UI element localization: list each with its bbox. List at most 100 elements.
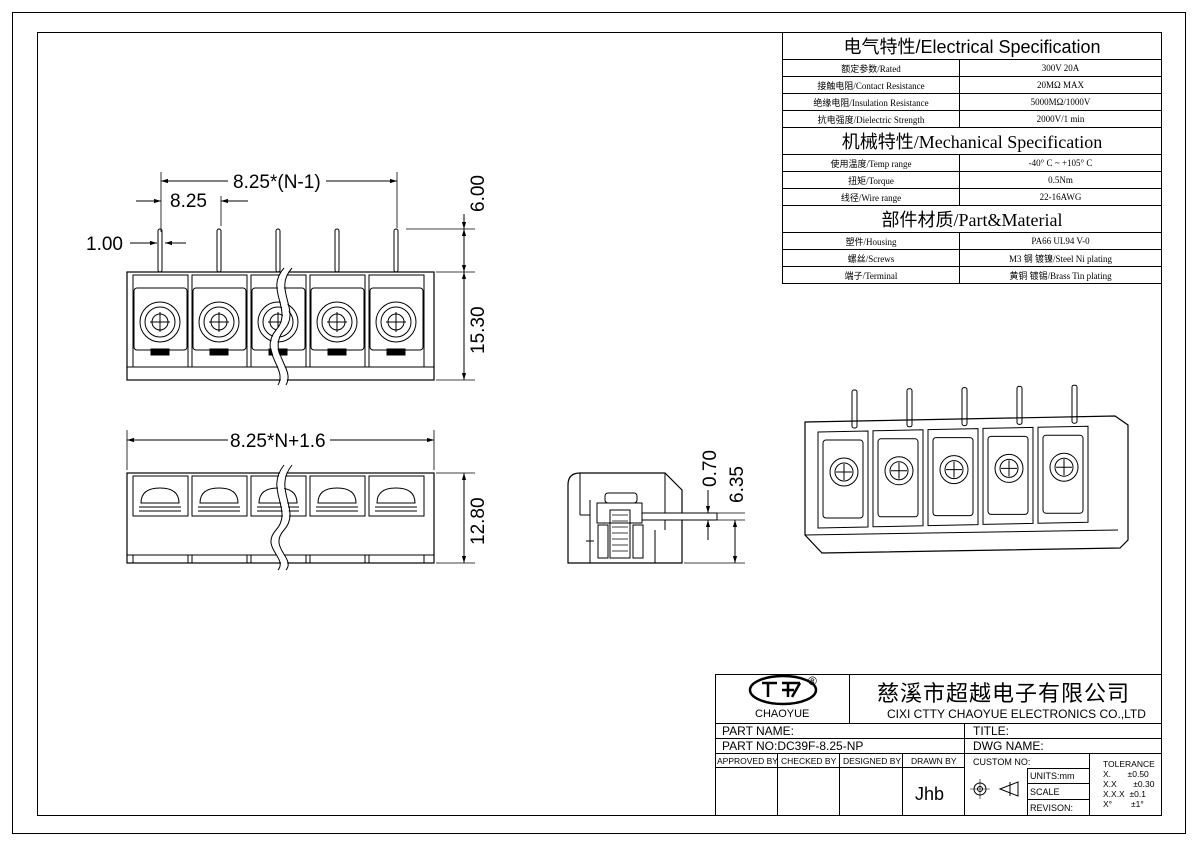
iso-pin: [961, 387, 968, 427]
spec-value: PA66 UL94 V-0: [959, 232, 1162, 250]
dim-bottom-height: 12.80: [468, 497, 489, 545]
terminal-opening: [309, 475, 366, 517]
custom-no-label: CUSTOM NO:: [973, 757, 1031, 767]
drawn-by-label: DRAWN BY: [911, 756, 957, 766]
side-view: [567, 472, 745, 564]
iso-terminal-cell: [1037, 425, 1089, 524]
projection-symbol: [970, 779, 1019, 799]
dim-pitch: 8.25: [170, 191, 207, 212]
iso-terminal-cell: [982, 426, 1034, 525]
spec-value: -40° C ~ +105° C: [959, 154, 1162, 172]
iso-pin: [851, 389, 858, 429]
tolerance-item: X° ±1°: [1103, 799, 1144, 809]
material-title: 部件材质/Part&Material: [782, 205, 1162, 233]
dim-pin-dia: 1.00: [86, 234, 123, 255]
outer-frame: [12, 12, 1186, 834]
part-name-label: PART NAME:: [722, 724, 795, 738]
spec-label: 扭矩/Torque: [782, 171, 960, 189]
revision-label: REVISON:: [1030, 803, 1074, 813]
mechanical-title: 机械特性/Mechanical Specification: [782, 127, 1162, 155]
spec-label: 额定参数/Rated: [782, 59, 960, 77]
spec-value: 22-16AWG: [959, 188, 1162, 206]
spec-value: 0.5Nm: [959, 171, 1162, 189]
top-dimensions: [130, 172, 475, 381]
front-dimensions: [126, 430, 475, 564]
iso-terminal-cell: [872, 429, 924, 528]
spec-label: 螺丝/Screws: [782, 249, 960, 267]
spec-value: 黄铜 镀锡/Brass Tin plating: [959, 266, 1162, 284]
title-block: ® CHAOYUE 慈溪市超越电子有限公司 CIXI CTTY CHAOYUE …: [715, 674, 1162, 816]
company-name-cn: 慈溪市超越电子有限公司: [877, 681, 1131, 706]
spec-label: 绝缘电阻/Insulation Resistance: [782, 93, 960, 111]
dim-total-width: 8.25*N+1.6: [230, 431, 326, 452]
registered-mark: ®: [808, 674, 817, 688]
iso-terminal-cell: [817, 430, 869, 529]
spec-label: 使用温度/Temp range: [782, 154, 960, 172]
spec-label: 塑件/Housing: [782, 232, 960, 250]
dwg-name-label: DWG NAME:: [973, 739, 1044, 753]
scale-label: SCALE: [1030, 787, 1060, 797]
tolerance-item: X.X ±0.30: [1103, 779, 1155, 789]
dim-body-height: 15.30: [468, 306, 489, 354]
spec-value: 2000V/1 min: [959, 110, 1162, 128]
dim-pin-offset: 6.35: [727, 466, 748, 503]
iso-pin: [1016, 385, 1023, 425]
isometric-view: [804, 384, 1129, 554]
terminal-opening: [368, 475, 425, 517]
spec-value: M3 钢 镀镍/Steel Ni plating: [959, 249, 1162, 267]
approved-by-label: APPROVED BY: [717, 756, 778, 766]
spec-label: 抗电强度/Dielectric Strength: [782, 110, 960, 128]
terminal-cell: [309, 274, 366, 368]
terminal-cell: [132, 274, 189, 368]
spec-label: 接触电阻/Contact Resistance: [782, 76, 960, 94]
tolerance-item: X.X.X ±0.1: [1103, 789, 1146, 799]
pin: [275, 228, 281, 273]
pin: [216, 228, 222, 273]
terminal-opening: [191, 475, 248, 517]
company-name-en: CIXI CTTY CHAOYUE ELECTRONICS CO.,LTD: [887, 707, 1146, 721]
dim-pin-height: 6.00: [468, 175, 489, 212]
drawing-border: [37, 32, 1162, 816]
pin: [157, 228, 163, 273]
designed-by-label: DESIGNED BY: [843, 756, 902, 766]
logo-text: CHAOYUE: [755, 708, 810, 720]
units-label: UNITS:mm: [1030, 771, 1075, 781]
drawer-name: Jhb: [915, 784, 945, 804]
tolerance-title: TOLERANCE: [1103, 759, 1155, 769]
dim-pin-thick: 0.70: [700, 450, 721, 487]
dim-top-span: 8.25*(N-1): [233, 172, 321, 193]
iso-pin: [1071, 384, 1078, 424]
terminal-cell: [191, 274, 248, 368]
electrical-title: 电气特性/Electrical Specification: [782, 32, 1162, 60]
spec-value: 5000MΩ/1000V: [959, 93, 1162, 111]
spec-value: 20MΩ MAX: [959, 76, 1162, 94]
terminal-cell: [368, 274, 425, 368]
top-view: [126, 228, 435, 387]
part-no-label: PART NO:DC39F-8.25-NP: [722, 739, 864, 753]
checked-by-label: CHECKED BY: [781, 756, 837, 766]
front-view: [126, 463, 435, 572]
mechanical-row: 使用温度/Temp range-40° C ~ +105° C: [782, 154, 1162, 172]
spec-label: 线径/Wire range: [782, 188, 960, 206]
title-label: TITLE:: [973, 724, 1010, 738]
iso-pin: [906, 388, 913, 428]
chaoyue-logo: [748, 674, 818, 706]
spec-value: 300V 20A: [959, 59, 1162, 77]
tolerance-item: X. ±0.50: [1103, 769, 1149, 779]
specification-table: 电气特性/Electrical Specification 额定参数/Rated…: [782, 32, 1162, 284]
terminal-opening: [132, 475, 189, 517]
pin: [393, 228, 399, 273]
spec-label: 端子/Terminal: [782, 266, 960, 284]
pin: [334, 228, 340, 273]
